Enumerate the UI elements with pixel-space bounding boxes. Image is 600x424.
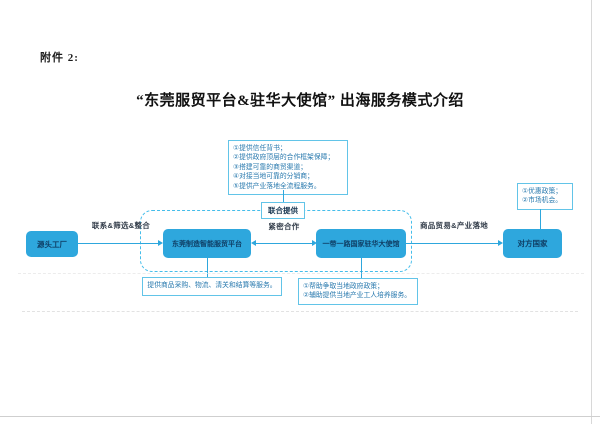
arrowhead-right-icon — [312, 240, 317, 246]
edge-label-close-cooperation: 紧密合作 — [268, 222, 300, 231]
node-embassies: 一带一路国家驻华大使馆 — [316, 229, 406, 258]
callout-line: ②提供政府顶层的合作框架保障； — [233, 154, 335, 162]
edge-label-trade-industry-landing: 商品贸易&产业落地 — [419, 221, 489, 230]
callout-line: ⑤提供产业落地全流程服务。 — [233, 182, 321, 190]
node-counterpart-country: 对方国家 — [503, 229, 562, 258]
callout-joint-services: ①提供信任背书； ②提供政府顶层的合作框架保障； ③搭建可靠的商贸渠道； ④对接… — [228, 140, 348, 196]
arrowhead-left-icon — [251, 240, 256, 246]
callout-line: ①帮助争取当地政府政策； — [303, 283, 384, 290]
arrow-platform-embassy — [255, 243, 313, 244]
scan-page-edge — [591, 0, 592, 424]
page-title: “东莞服贸平台&驻华大使馆” 出海服务模式介绍 — [136, 93, 464, 109]
callout-line: ②市场机会。 — [522, 197, 563, 205]
callout-embassy-services: ①帮助争取当地政府政策； ②辅助提供当地产业工人培养服务。 — [298, 278, 418, 305]
node-dongguan-platform: 东莞制造智能服贸平台 — [163, 229, 251, 258]
scan-artifact-line — [22, 311, 578, 312]
callout-line: ①提供信任背书； — [233, 145, 287, 152]
arrow-embassy-country — [406, 243, 499, 244]
arrow-factory-platform — [78, 243, 159, 244]
arrowhead-right-icon — [158, 240, 163, 246]
node-source-factory: 源头工厂 — [26, 231, 78, 257]
scan-artifact-line — [18, 273, 584, 274]
connector-country-callout — [540, 209, 541, 229]
callout-line: ④对接当地可靠的分销商； — [233, 173, 314, 181]
scan-page-edge — [0, 416, 600, 417]
attachment-label: 附件 2: — [40, 52, 79, 64]
callout-line: ①优惠政策； — [522, 188, 563, 195]
edge-label-contact-screen-integrate: 联系&筛选&整合 — [91, 221, 151, 230]
callout-platform-services: 提供商品采购、物流、清关和结算等服务。 — [142, 277, 282, 296]
callout-country-benefits: ①优惠政策； ②市场机会。 — [517, 183, 573, 210]
connector-joint-callout — [283, 190, 284, 202]
connector-platform-callout — [207, 258, 208, 277]
callout-line: ②辅助提供当地产业工人培养服务。 — [303, 292, 412, 300]
callout-line: ③搭建可靠的商贸渠道； — [233, 163, 308, 171]
arrowhead-right-icon — [498, 240, 503, 246]
joint-provide-label: 联合提供 — [261, 202, 305, 219]
connector-embassy-callout — [361, 258, 362, 278]
